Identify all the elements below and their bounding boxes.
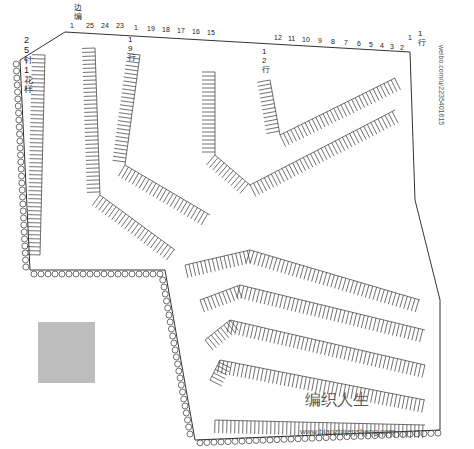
stitch-strokes [13, 48, 441, 446]
row-label: 12 [274, 34, 282, 41]
row-label: 18 [162, 26, 170, 33]
row-label: 5 [369, 41, 373, 48]
row-label: 边编 [74, 4, 82, 22]
row-label: 19 [147, 25, 155, 32]
row-label: 3 [390, 43, 394, 50]
gray-patch [38, 322, 95, 383]
row-label: 9 [318, 37, 322, 44]
row-label: 6 [357, 40, 361, 47]
row-label: 16 [192, 28, 200, 35]
row-label: 12行 [262, 48, 270, 74]
row-label: 7 [344, 39, 348, 46]
row-label: 15 [207, 29, 215, 36]
row-label: 17 [177, 27, 185, 34]
row-label: 11 [288, 35, 295, 42]
row-label: 19行 [128, 36, 136, 62]
row-label: 25针1花样 [24, 36, 33, 95]
row-label: 4 [380, 42, 384, 49]
row-label: 10 [302, 36, 310, 43]
watermark: www.bianzhirensheng.com [300, 428, 395, 436]
row-label: 8 [331, 38, 335, 45]
row-label: 2 [400, 44, 404, 51]
row-label: 24 [101, 22, 109, 29]
row-label: 1行 [418, 30, 426, 48]
row-label: 25 [86, 22, 94, 29]
watermark: 编织人生 [305, 392, 369, 408]
row-label: 1 [408, 34, 412, 41]
row-label: 1 [134, 24, 138, 31]
row-label: 23 [116, 22, 124, 29]
watermark: weibo.com/u/2235401615 [438, 45, 445, 125]
chart-outline [20, 32, 440, 440]
row-label: 1 [70, 22, 74, 29]
